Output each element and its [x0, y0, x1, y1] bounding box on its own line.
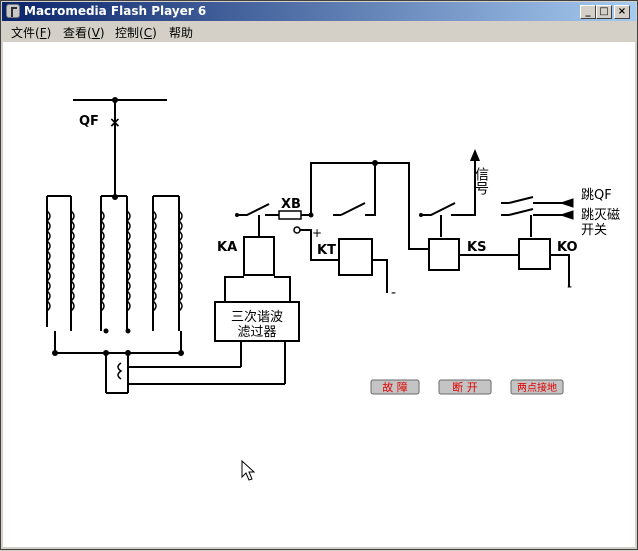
svg-text:断 开: 断 开	[452, 380, 478, 394]
label-minus-kt: -	[391, 285, 396, 301]
transformer-windings	[45, 210, 183, 380]
xb-terminal	[293, 226, 301, 234]
menu-view[interactable]: 查看(V)	[63, 26, 105, 40]
disconnect-button[interactable]: 断 开	[438, 379, 492, 395]
third-harmonic-filter	[214, 301, 300, 342]
label-qf: QF	[79, 114, 99, 129]
label-trip-demag-2: 开关	[581, 223, 607, 238]
protection-circuit-diagram: QF × XB KA KT KS KO + - - 三次谐波 滤过器 信号 跳Q…	[45, 97, 620, 395]
close-button[interactable]: ×	[614, 5, 630, 19]
filter-label-line2: 滤过器	[237, 325, 276, 340]
signal-arrow	[470, 149, 480, 161]
title-bar[interactable]: Macromedia Flash Player 6 _ □ ×	[2, 2, 636, 21]
filter-label-line1: 三次谐波	[231, 309, 283, 325]
window-title: Macromedia Flash Player 6	[24, 4, 207, 18]
current-transformer-coil	[117, 362, 123, 380]
minimize-button[interactable]: _	[580, 5, 596, 19]
flash-stage[interactable]: QF × XB KA KT KS KO + - - 三次谐波 滤过器 信号 跳Q…	[3, 42, 635, 547]
qf-x-mark: ×	[109, 115, 121, 131]
label-minus-ko: -	[567, 279, 572, 295]
label-ka: KA	[217, 240, 237, 255]
menu-bar: 文件(F) 查看(V) 控制(C) 帮助	[2, 22, 636, 41]
junction-dots	[52, 97, 423, 356]
trip-qf-arrow	[559, 198, 574, 208]
menu-control[interactable]: 控制(C)	[115, 26, 157, 40]
label-ko: KO	[557, 240, 578, 255]
label-kt: KT	[317, 243, 336, 258]
xb-connector	[278, 210, 302, 220]
mouse-cursor-icon	[241, 460, 255, 481]
relay-ka	[243, 236, 275, 276]
flash-app-icon[interactable]	[6, 4, 20, 18]
label-ks: KS	[467, 240, 486, 255]
fault-button[interactable]: 故 障	[370, 379, 420, 395]
trip-demag-arrow	[559, 210, 574, 220]
label-plus: +	[312, 226, 322, 240]
relay-ko	[518, 238, 551, 270]
two-point-ground-button[interactable]: 两点接地	[510, 379, 564, 395]
relay-kt	[338, 238, 373, 276]
maximize-button[interactable]: □	[596, 5, 612, 19]
label-signal: 信号	[473, 167, 489, 195]
svg-text:故 障: 故 障	[382, 380, 408, 394]
label-trip-qf: 跳QF	[581, 188, 612, 203]
relay-ks	[428, 238, 460, 271]
svg-text:两点接地: 两点接地	[517, 381, 557, 394]
menu-file[interactable]: 文件(F)	[11, 26, 52, 40]
label-trip-demag-1: 跳灭磁	[581, 208, 620, 223]
label-xb: XB	[281, 197, 301, 212]
menu-help[interactable]: 帮助	[169, 26, 194, 40]
